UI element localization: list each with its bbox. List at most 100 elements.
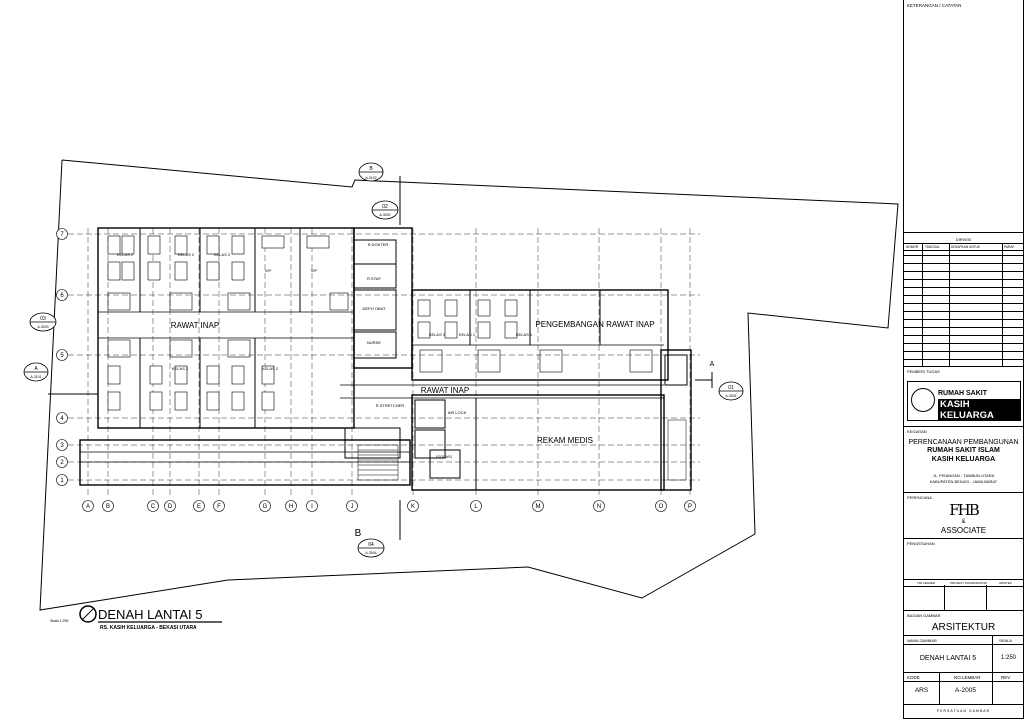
revision-row: [904, 287, 1023, 288]
no-lembar-label: NO.LEMBAR: [954, 675, 981, 680]
grid-bubble-col: [346, 500, 358, 512]
grid-bubble-row: [56, 349, 68, 361]
revision-row: [904, 279, 1023, 280]
revision-col: PARAF: [1004, 245, 1015, 249]
room-label-r-staf: R.STAF: [367, 276, 381, 281]
client-logo-emblem-icon: [911, 388, 935, 412]
site-boundary: [39, 159, 899, 611]
revision-row: [904, 327, 1023, 328]
sign-col: TIM LEADER: [917, 581, 936, 585]
rev-label: REV: [1001, 675, 1011, 680]
elevation-num: 04: [368, 542, 374, 548]
revision-row: [904, 263, 1023, 264]
pengesahan-label: PENGESAHAN: [907, 541, 935, 546]
nama-gambar-label: NAMA GAMBAR: [907, 638, 937, 643]
firm-amp: &: [961, 519, 966, 525]
section-ref: A-3101: [30, 375, 41, 379]
grid-label-col: F: [217, 504, 221, 510]
revision-col: DISIAPKAN UNTUK: [951, 245, 980, 249]
room-label-kelas2: KELAS 2: [172, 366, 189, 371]
room-label-kelas2: KELAS 2: [214, 252, 231, 257]
grid-bubble-col: [82, 500, 94, 512]
grid-label-row: 6: [60, 293, 64, 299]
grid-label-col: P: [688, 504, 692, 510]
room-label-kelas2: KELAS 2: [117, 252, 134, 257]
sign-col: ARSITEK: [999, 581, 1012, 585]
east-wing-outline: [411, 289, 669, 381]
plan-title-symbol: [79, 605, 97, 623]
footer-section: PERSATUAN GAMBAR: [904, 704, 1023, 719]
grid-label-col: D: [168, 504, 173, 510]
kegiatan-section: KEGIATAN PERENCANAAN PEMBANGUNAN RUMAH S…: [904, 426, 1023, 492]
section-letter: B: [369, 166, 373, 172]
section-letter: B: [355, 528, 362, 539]
no-lembar-value: A-2005: [955, 687, 976, 694]
elevation-num: 02: [382, 204, 388, 210]
grid-label-row: 7: [60, 232, 64, 238]
grid-bubble-col: [102, 500, 114, 512]
keterangan-label: KETERANGAN / CATATAN: [907, 3, 962, 8]
client-logo-line1: RUMAH SAKIT: [938, 390, 987, 397]
grid-bubble-row: [56, 474, 68, 486]
grid-label-row: 1: [60, 478, 64, 484]
grid-bubble-col: [306, 500, 318, 512]
room-label-rawat-inap-central: RAWAT INAP: [421, 386, 469, 395]
address-line1: JL. PISANGAN - TAMBUN UTARA: [932, 473, 995, 478]
grid-bubble-col: [285, 500, 297, 512]
room-label-rekam-medis: REKAM MEDIS: [537, 436, 593, 445]
revision-row: [904, 271, 1023, 272]
kode-value: ARS: [914, 687, 929, 694]
grid-bubble-col: [684, 500, 696, 512]
nama-gambar-section: NAMA GAMBAR SKALA DENAH LANTAI 5 1:250: [904, 635, 1023, 673]
elevation-num: 01: [728, 385, 734, 391]
plan-title: DENAH LANTAI 5: [98, 607, 203, 622]
grid-bubble-col: [655, 500, 667, 512]
project-line2: RUMAH SAKIT ISLAM: [927, 447, 1000, 454]
plan-scale-note: Skala 1:250: [50, 619, 69, 623]
grid-bubble-row: [56, 289, 68, 301]
room-label-vip: VIP: [265, 268, 272, 273]
elevation-ref: A-3001: [725, 394, 736, 398]
grid-label-col: O: [659, 504, 664, 510]
client-logo-line2: KASIH KELUARGA: [938, 399, 1020, 421]
revision-row: [904, 351, 1023, 352]
revision-row: [904, 359, 1023, 360]
grid-label-col: E: [197, 504, 201, 510]
grid-label-col: L: [474, 504, 478, 510]
room-label-depo-obat: DEPO OBAT: [362, 306, 386, 311]
room-label-vip: VIP: [311, 268, 318, 273]
grid-label-row: 5: [60, 353, 64, 359]
revision-table: DIRIVISI NOMOR TANGGAL DISIAPKAN UNTUK P…: [904, 232, 1023, 367]
grid-bubble-row: [56, 456, 68, 468]
revision-col: TANGGAL: [925, 245, 940, 249]
grid-bubble-col: [213, 500, 225, 512]
room-label-air-lock: AIR LOCK: [448, 410, 467, 415]
grid-bubble-col: [147, 500, 159, 512]
grid-label-col: J: [351, 504, 354, 510]
kode-label: KODE: [907, 675, 920, 680]
grid-label-row: 4: [60, 416, 64, 422]
grid-bubble-row: [56, 412, 68, 424]
bagian-gambar-section: BAGIAN GAMBAR ARSITEKTUR: [904, 610, 1023, 635]
room-label-isolasi: ISOLASI: [436, 454, 452, 459]
firm-logo: FHB: [949, 501, 980, 519]
title-block: KETERANGAN / CATATAN DIRIVISI NOMOR TANG…: [903, 0, 1024, 719]
kegiatan-label: KEGIATAN: [907, 429, 927, 434]
sign-col: PROJECT KOORDINATOR: [950, 581, 987, 585]
revision-row: [904, 255, 1023, 256]
section-letter: A: [34, 366, 38, 372]
grid-label-col: A: [86, 504, 90, 510]
project-line1: PERENCANAAN PEMBANGUNAN: [908, 439, 1019, 446]
elevation-ref: A-3004: [365, 551, 376, 555]
room-label-r-dokter: R.DOKTER: [368, 242, 389, 247]
grid-label-col: I: [311, 504, 313, 510]
grid-label-col: G: [263, 504, 268, 510]
revision-row: [904, 303, 1023, 304]
revision-row: [904, 311, 1023, 312]
grid-label-col: H: [289, 504, 293, 510]
south-corridor: [79, 439, 411, 486]
grid-bubble-col: [532, 500, 544, 512]
perencana-label: PERENCANA: [907, 495, 932, 500]
skala-label: SKALA: [999, 638, 1012, 643]
footer-label: PERSATUAN GAMBAR: [936, 709, 991, 713]
